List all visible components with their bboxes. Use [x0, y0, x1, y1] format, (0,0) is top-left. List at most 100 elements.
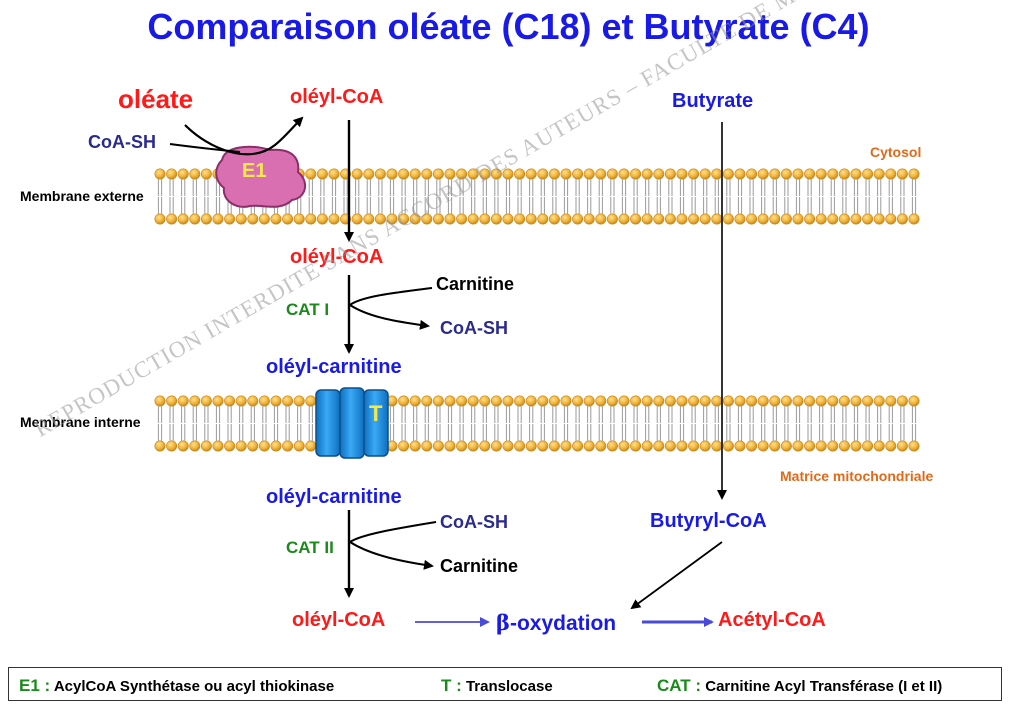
lipid-head	[804, 395, 816, 407]
lipid-head	[885, 395, 897, 407]
lipid-head	[664, 440, 676, 452]
lipid-head	[746, 395, 758, 407]
lipid-head	[688, 395, 700, 407]
lipid-head	[467, 213, 479, 225]
lipid-head	[827, 168, 839, 180]
lipid-head	[896, 395, 908, 407]
coash-1-label: CoA-SH	[440, 318, 508, 338]
lipid-head	[224, 395, 236, 407]
lipid-head	[838, 168, 850, 180]
lipid-head	[699, 395, 711, 407]
lipid-head	[664, 168, 676, 180]
lipid-head	[711, 440, 723, 452]
e1-enzyme-shape	[215, 145, 307, 208]
lipid-head	[734, 395, 746, 407]
lipid-head	[711, 395, 723, 407]
lipid-head	[595, 395, 607, 407]
lipid-head	[247, 440, 259, 452]
lipid-head	[398, 395, 410, 407]
lipid-head	[873, 213, 885, 225]
lipid-head	[850, 213, 862, 225]
lipid-head	[235, 213, 247, 225]
lipid-head	[467, 168, 479, 180]
lipid-head	[699, 168, 711, 180]
lipid-head	[653, 440, 665, 452]
lipid-head	[896, 168, 908, 180]
lipid-head	[560, 213, 572, 225]
lipid-head	[305, 213, 317, 225]
lipid-head	[804, 213, 816, 225]
carnitine-2-label: Carnitine	[440, 556, 519, 576]
lipid-head	[595, 440, 607, 452]
lipid-head	[862, 440, 874, 452]
lipid-head	[688, 168, 700, 180]
lipid-head	[804, 168, 816, 180]
membrane-externe-label: Membrane externe	[20, 188, 144, 204]
lipid-head	[827, 213, 839, 225]
lipid-head	[305, 440, 317, 452]
lipid-head	[502, 213, 514, 225]
lipid-head	[595, 168, 607, 180]
lipid-head	[746, 168, 758, 180]
lipid-head	[189, 168, 201, 180]
lipid-head	[908, 213, 920, 225]
lipid-head	[154, 213, 166, 225]
lipid-head	[235, 440, 247, 452]
lipid-head	[815, 395, 827, 407]
lipid-head	[606, 440, 618, 452]
lipid-head	[873, 168, 885, 180]
lipid-head	[386, 213, 398, 225]
lipid-head	[583, 395, 595, 407]
lipid-head	[154, 168, 166, 180]
lipid-head	[502, 395, 514, 407]
lipid-head	[572, 395, 584, 407]
lipid-head	[200, 440, 212, 452]
lipid-head	[583, 168, 595, 180]
lipid-head	[490, 395, 502, 407]
lipid-head	[792, 168, 804, 180]
lipid-head	[641, 168, 653, 180]
lipid-head	[641, 213, 653, 225]
lipid-head	[514, 395, 526, 407]
lipid-head	[456, 395, 468, 407]
beta-oxydation-text: -oxydation	[509, 612, 617, 635]
lipid-head	[815, 440, 827, 452]
lipid-head	[316, 168, 328, 180]
lipid-head	[305, 395, 317, 407]
legend-e1: E1 : AcylCoA Synthétase ou acyl thiokina…	[19, 676, 334, 696]
oleyl-carnitine-2-label: oléyl-carnitine	[266, 486, 402, 508]
lipid-head	[444, 440, 456, 452]
lipid-head	[711, 213, 723, 225]
lipid-head	[490, 213, 502, 225]
lipid-head	[641, 440, 653, 452]
cat1-label: CAT I	[286, 300, 330, 319]
lipid-head	[757, 213, 769, 225]
lipid-head	[293, 213, 305, 225]
lipid-head	[572, 440, 584, 452]
lipid-head	[676, 395, 688, 407]
lipid-head	[560, 440, 572, 452]
lipid-head	[200, 395, 212, 407]
lipid-head	[514, 440, 526, 452]
lipid-head	[421, 395, 433, 407]
arrow-butyryl-to-beta	[630, 541, 723, 610]
lipid-head	[572, 168, 584, 180]
lipid-head	[595, 213, 607, 225]
lipid-head	[734, 168, 746, 180]
oleyl-carnitine-1-label: oléyl-carnitine	[266, 356, 402, 378]
legend-e1-key: E1 :	[19, 676, 51, 695]
lipid-head	[386, 168, 398, 180]
lipid-head	[270, 395, 282, 407]
lipid-head	[316, 213, 328, 225]
lipid-head	[166, 440, 178, 452]
carnitine-1-label: Carnitine	[436, 274, 515, 294]
lipid-head	[792, 395, 804, 407]
lipid-head	[722, 440, 734, 452]
lipid-head	[908, 440, 920, 452]
lipid-head	[363, 168, 375, 180]
lipid-head	[804, 440, 816, 452]
lipid-head	[328, 213, 340, 225]
lipid-head	[258, 440, 270, 452]
lipid-head	[769, 440, 781, 452]
page-title: Comparaison oléate (C18) et Butyrate (C4…	[147, 6, 870, 47]
